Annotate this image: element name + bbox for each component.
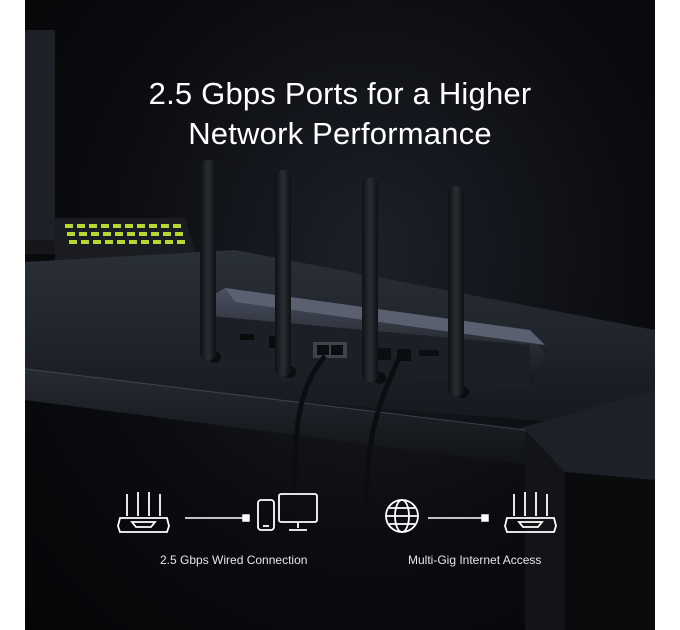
headline-line-2: Network Performance	[188, 116, 492, 151]
phone-icon	[257, 499, 275, 531]
router-desk-scene	[25, 30, 655, 630]
headline-line-1: 2.5 Gbps Ports for a Higher	[148, 76, 532, 111]
cable-icon	[185, 514, 250, 522]
globe-icon	[385, 499, 419, 533]
internet-access-caption: Multi-Gig Internet Access	[408, 553, 542, 567]
internet-access-diagram	[385, 492, 557, 533]
wired-connection-caption: 2.5 Gbps Wired Connection	[160, 553, 308, 567]
product-banner: 2.5 Gbps Ports for a Higher Network Perf…	[25, 0, 655, 630]
wired-connection-diagram	[117, 492, 318, 533]
antennas	[200, 160, 464, 396]
router-icon	[117, 492, 170, 533]
cable-icon	[428, 514, 489, 522]
monitor-icon	[278, 493, 318, 531]
keyboard	[55, 218, 195, 262]
cables	[290, 354, 403, 526]
router-icon	[504, 492, 557, 533]
headline: 2.5 Gbps Ports for a Higher Network Perf…	[25, 74, 655, 154]
